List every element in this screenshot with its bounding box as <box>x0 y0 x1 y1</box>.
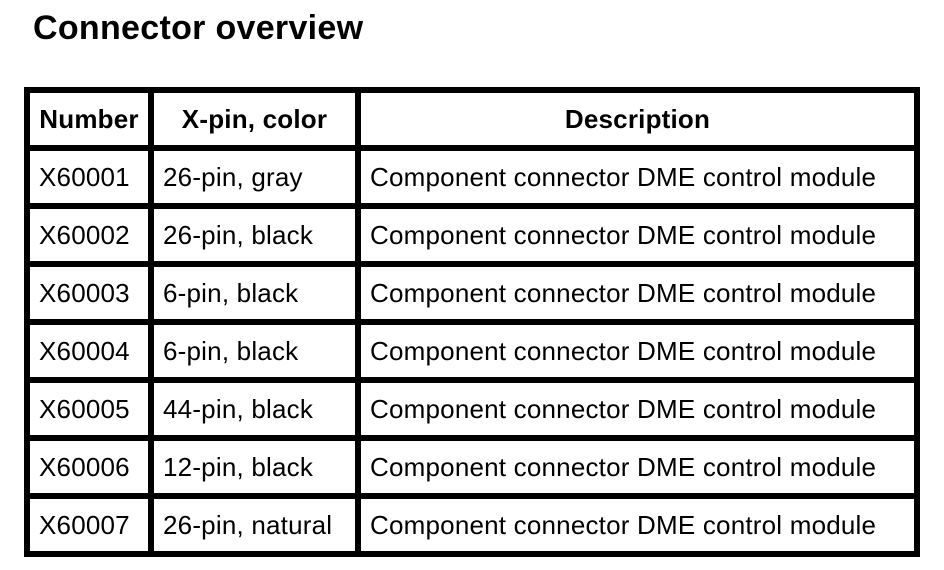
row-description-cell: Component connector DME control module <box>358 206 917 265</box>
row-pin-color-cell: 6-pin, black <box>151 264 358 323</box>
row-pin-color-cell: 12-pin, black <box>151 438 358 497</box>
row-number-cell: X60006 <box>27 438 151 497</box>
row-description-cell: Component connector DME control module <box>358 496 917 555</box>
header-number: Number <box>27 90 151 149</box>
header-pin-color: X-pin, color <box>151 90 358 149</box>
page-title: Connector overview <box>33 9 364 47</box>
row-description-cell: Component connector DME control module <box>358 438 917 497</box>
row-description-cell: Component connector DME control module <box>358 264 917 323</box>
row-pin-color-cell: 6-pin, black <box>151 322 358 381</box>
row-number-cell: X60003 <box>27 264 151 323</box>
table-header-row: Number X-pin, color Description <box>27 90 917 149</box>
row-number-cell: X60004 <box>27 322 151 381</box>
row-description-cell: Component connector DME control module <box>358 148 917 207</box>
row-pin-color-cell: 26-pin, black <box>151 206 358 265</box>
row-pin-color-cell: 26-pin, natural <box>151 496 358 555</box>
row-pin-color-cell: 26-pin, gray <box>151 148 358 207</box>
row-number-cell: X60005 <box>27 380 151 439</box>
row-description-cell: Component connector DME control module <box>358 322 917 381</box>
header-description: Description <box>358 90 917 149</box>
document-page: Connector overview Number X-pin, color D… <box>0 8 944 570</box>
row-number-cell: X60001 <box>27 148 151 207</box>
row-pin-color-cell: 44-pin, black <box>151 380 358 439</box>
row-description-cell: Component connector DME control module <box>358 380 917 439</box>
row-number-cell: X60002 <box>27 206 151 265</box>
row-number-cell: X60007 <box>27 496 151 555</box>
table-header-row-group: Number X-pin, color Description <box>27 90 917 149</box>
